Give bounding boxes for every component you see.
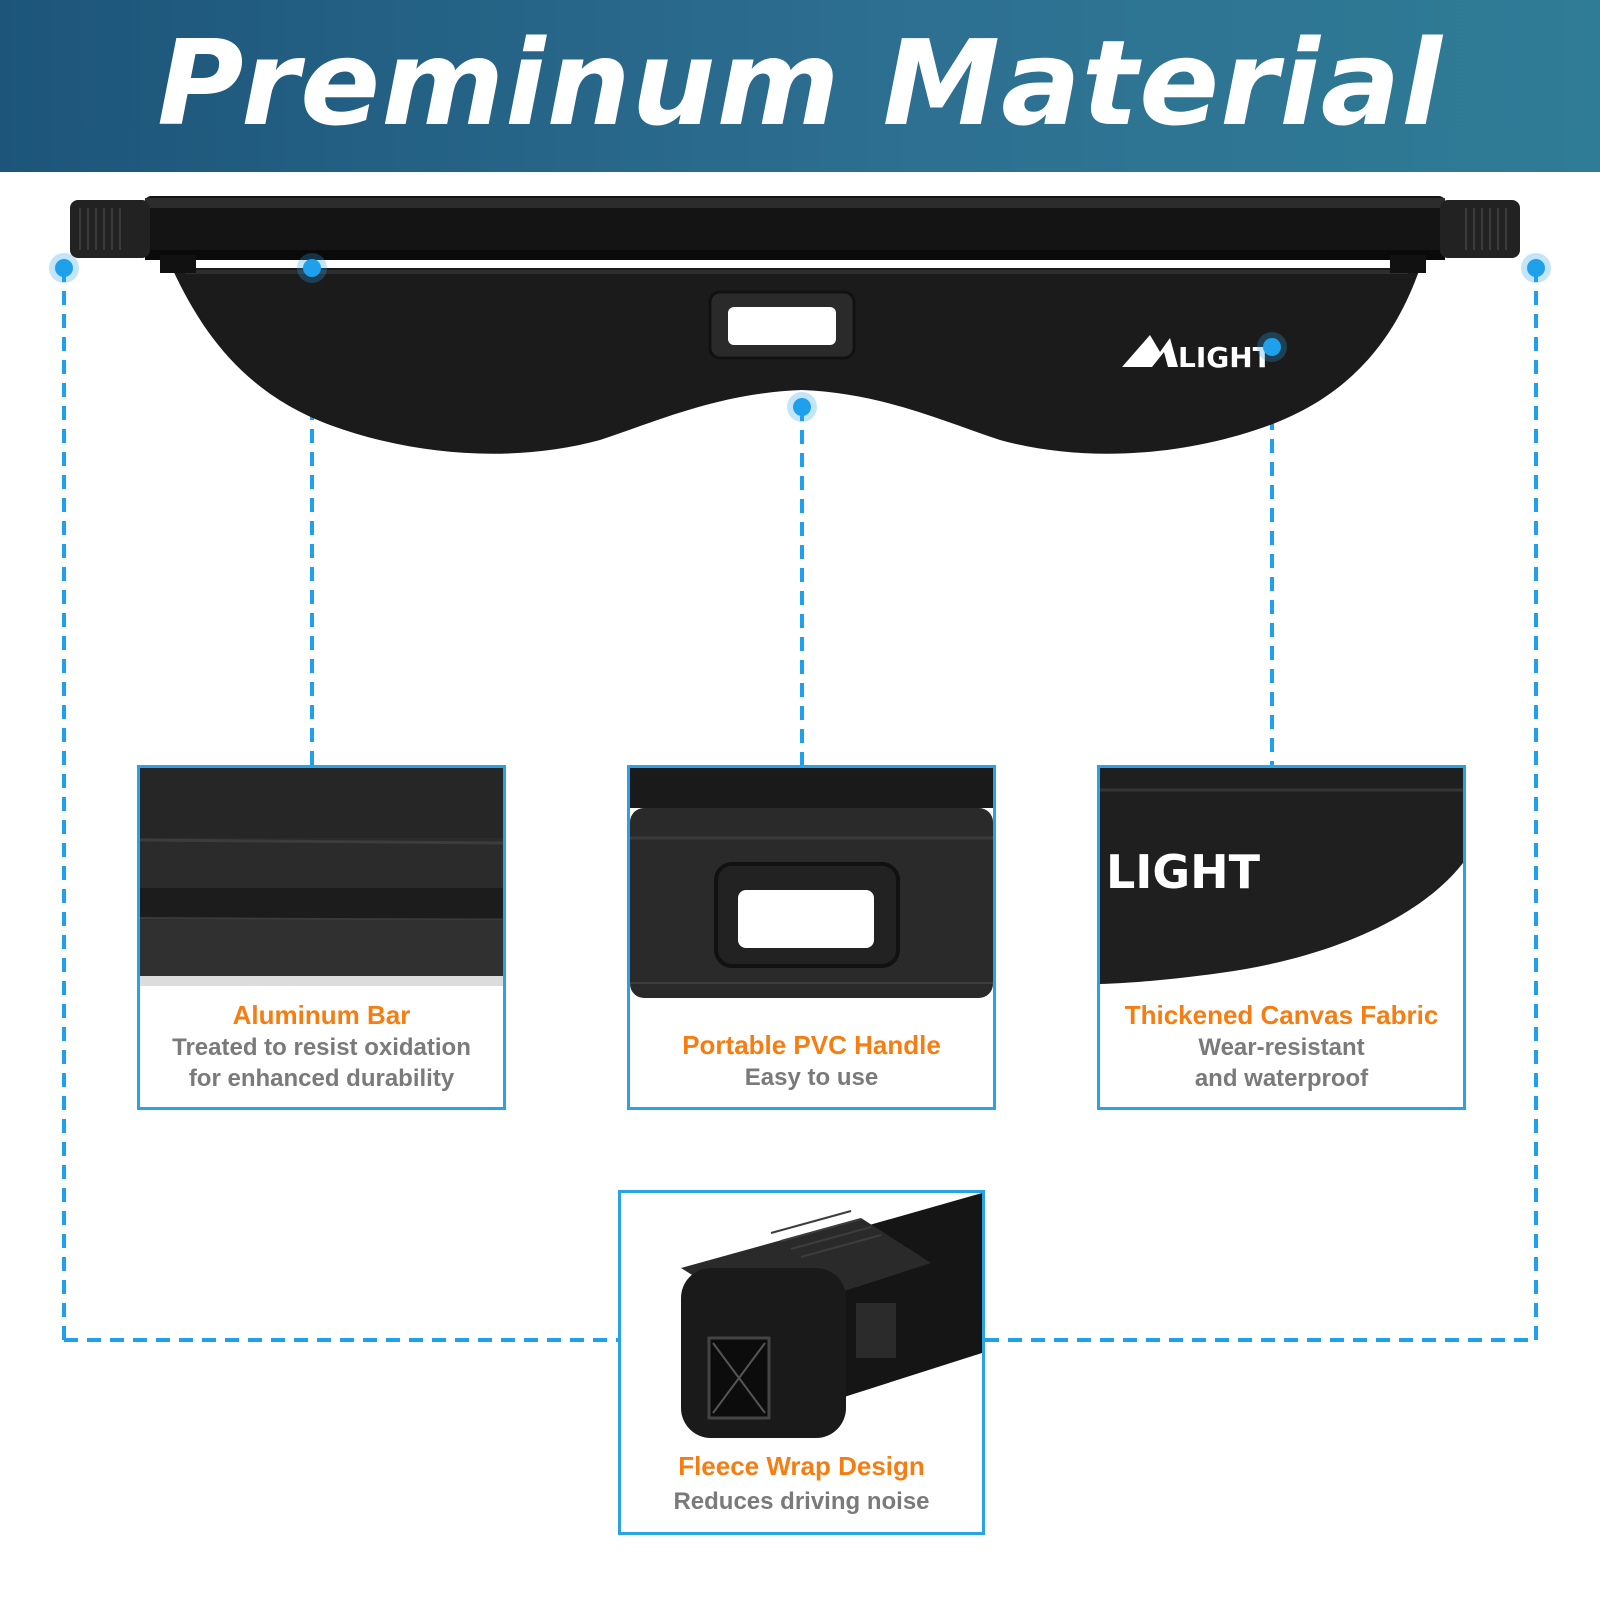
aluminum-bar bbox=[145, 196, 1445, 260]
brand-logo bbox=[1122, 335, 1178, 367]
aluminum-bar-photo bbox=[140, 768, 503, 986]
feature-description: Wear-resistant and waterproof bbox=[1194, 1034, 1369, 1092]
feature-card-pvc-handle: Portable PVC Handle Easy to use bbox=[627, 765, 996, 1110]
pvc-handle bbox=[708, 290, 856, 360]
feature-card-canvas-fabric: LIGHT Thickened Canvas Fabric Wear-resis… bbox=[1097, 765, 1466, 1110]
feature-title: Fleece Wrap Design bbox=[678, 1451, 925, 1481]
pvc-handle-photo bbox=[630, 768, 993, 1006]
header-banner: Preminum Material bbox=[0, 0, 1600, 172]
feature-title: Portable PVC Handle bbox=[682, 1030, 941, 1060]
feature-title: Thickened Canvas Fabric bbox=[1124, 1000, 1439, 1030]
end-cap-left bbox=[70, 200, 150, 258]
callout-dot bbox=[1521, 253, 1551, 283]
feature-title: Aluminum Bar bbox=[232, 1000, 411, 1030]
canvas-fabric-panel bbox=[172, 268, 1420, 454]
feature-card-fleece-wrap: Fleece Wrap Design Reduces driving noise bbox=[618, 1190, 985, 1535]
canvas-fabric-photo: LIGHT bbox=[1100, 768, 1463, 988]
brand-logo-text: LIGHT bbox=[1178, 341, 1272, 374]
callout-dot bbox=[787, 392, 817, 422]
feature-description: Treated to resist oxidation for enhanced… bbox=[172, 1034, 471, 1092]
callout-dot bbox=[297, 253, 327, 283]
fleece-wrap-photo bbox=[621, 1193, 982, 1443]
page-title: Preminum Material bbox=[157, 14, 1443, 152]
end-cap-right bbox=[1440, 200, 1520, 258]
svg-text:LIGHT: LIGHT bbox=[1106, 845, 1261, 899]
feature-description: Reduces driving noise bbox=[673, 1488, 930, 1515]
callout-dot bbox=[1257, 332, 1287, 362]
callout-dot bbox=[49, 253, 79, 283]
feature-card-aluminum-bar: Aluminum Bar Treated to resist oxidation… bbox=[137, 765, 506, 1110]
feature-description: Easy to use bbox=[744, 1064, 879, 1091]
